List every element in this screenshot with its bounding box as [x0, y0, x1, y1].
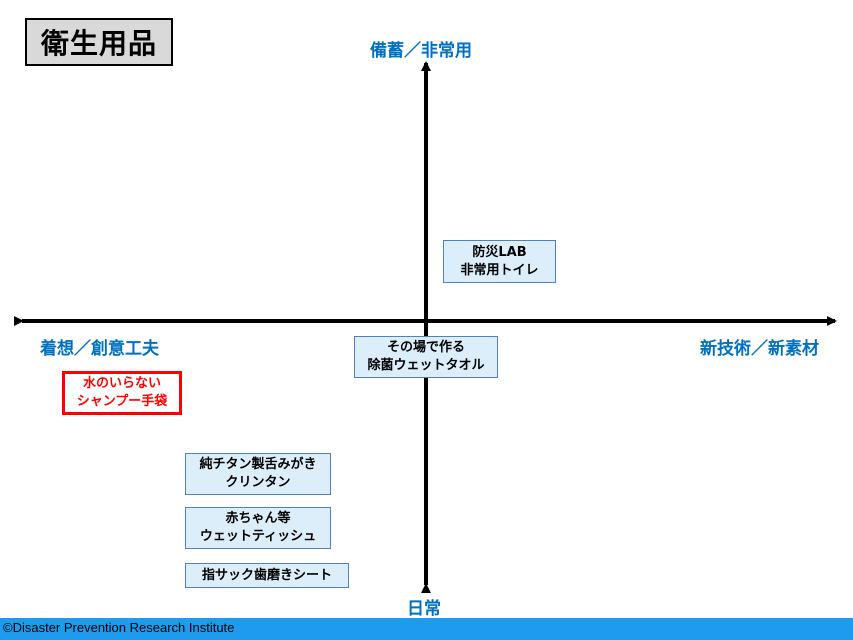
page-title: 衛生用品: [25, 18, 173, 66]
footer-bar: ©Disaster Prevention Research Institute: [0, 618, 853, 640]
item-line: クリンタン: [225, 475, 291, 490]
item-finger-toothbrush-sheet: 指サック歯磨きシート: [185, 563, 349, 588]
axis-label-bottom: 日常: [407, 599, 441, 619]
item-line: シャンプー手袋: [76, 394, 168, 409]
item-line: 純チタン製舌みがき: [199, 457, 317, 472]
item-line: 除菌ウェットタオル: [367, 358, 485, 373]
item-shampoo-glove: 水のいらない シャンプー手袋: [62, 371, 182, 415]
item-baby-wet-tissue: 赤ちゃん等 ウェットティッシュ: [185, 507, 331, 549]
item-line: その場で作る: [386, 340, 465, 355]
axis-label-top: 備蓄／非常用: [370, 41, 472, 61]
item-disinfect-wet-towel: その場で作る 除菌ウェットタオル: [354, 336, 498, 378]
item-line: 防災LAB: [472, 244, 527, 260]
item-line: 水のいらない: [82, 376, 161, 391]
item-line: 指サック歯磨きシート: [201, 567, 332, 583]
item-line: 非常用トイレ: [460, 262, 539, 278]
item-bousai-lab-toilet: 防災LAB 非常用トイレ: [443, 240, 556, 283]
item-line: ウェットティッシュ: [199, 529, 317, 544]
item-tongue-cleaner: 純チタン製舌みがき クリンタン: [185, 453, 331, 495]
axis-label-left: 着想／創意工夫: [40, 339, 159, 359]
copyright-text: ©Disaster Prevention Research Institute: [3, 620, 235, 635]
axis-label-right: 新技術／新素材: [700, 339, 819, 359]
item-line: 赤ちゃん等: [225, 511, 291, 526]
